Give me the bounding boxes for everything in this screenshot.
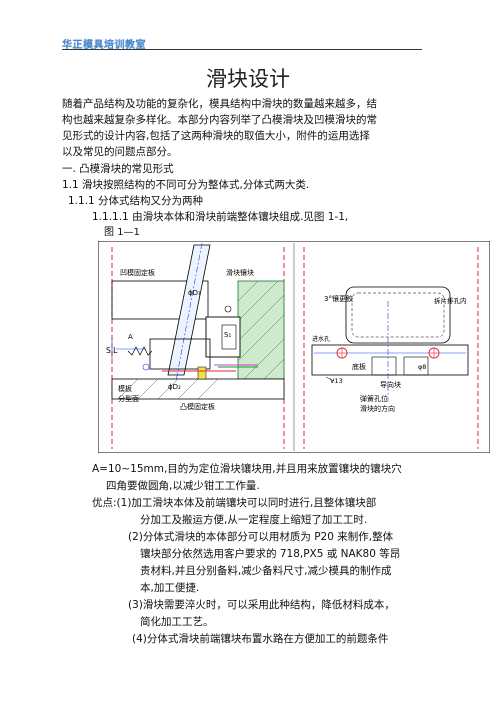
insert-pocket bbox=[221, 324, 237, 350]
guide-block bbox=[371, 356, 397, 376]
label-sl: S.L bbox=[106, 346, 118, 355]
header-brand: 华正模具培训教室 bbox=[62, 40, 146, 51]
intro-paragraph: 随着产品结构及功能的复杂化，模具结构中滑块的数量越来越多，结 构也越来越复杂多样… bbox=[62, 96, 434, 160]
label-slider-insert: 滑块镶块 bbox=[226, 268, 254, 277]
label-phi-d1: ϕD₁ bbox=[188, 289, 201, 297]
label-water-inlet: 进水孔 bbox=[312, 335, 330, 343]
header-rule bbox=[62, 49, 422, 50]
body-line: 分加工及搬运方便,从一定程度上缩短了加工工时. bbox=[140, 514, 368, 526]
label-fixed-plate: 凹模固定板 bbox=[120, 268, 155, 277]
angle-pin bbox=[167, 244, 211, 376]
section-heading-1-1-1-1: 1.1.1.1 由滑块本体和滑块前端整体镶块组成.见图 1-1, bbox=[92, 211, 349, 223]
section-heading-1-1: 1.1 滑块按照结构的不同可分为整体式,分体式两大类. bbox=[62, 179, 310, 191]
label-phi8: φ8 bbox=[418, 363, 426, 371]
label-slide-direction: 滑块的方向 bbox=[360, 404, 395, 413]
body-line: 简化加工工艺。 bbox=[140, 616, 214, 628]
body-line: (4)分体式滑块前端镶块布置水路在方便加工的前题条件 bbox=[132, 633, 389, 645]
spring bbox=[127, 346, 153, 356]
insert-outline bbox=[351, 292, 445, 338]
body-line: (2)分体式滑块的本体部分可以用材质为 P20 来制作,整体 bbox=[128, 531, 394, 543]
label-a-mark: A bbox=[128, 333, 133, 341]
wedge-block bbox=[197, 366, 207, 380]
intro-line: 随着产品结构及功能的复杂化，模具结构中滑块的数量越来越多，结 bbox=[62, 98, 377, 110]
body-line: 优点:(1)加工滑块本体及前端镶块可以同时进行,且整体镶块部 bbox=[92, 497, 377, 509]
intro-line: 构也越来越复杂多样化。本部分内容列举了凸模滑块及凹模滑块的常 bbox=[62, 114, 377, 126]
slider-body bbox=[149, 338, 211, 370]
body-line: 本,加工便捷. bbox=[140, 582, 200, 594]
label-convex-plate: 凸模固定板 bbox=[180, 402, 215, 411]
label-position-hole: 弹簧孔位 bbox=[360, 394, 388, 403]
label-mold-plate: 模板 bbox=[118, 384, 132, 393]
page-title: 滑块设计 bbox=[206, 67, 290, 91]
intro-line: 见形式的设计内容,包括了这两种滑块的取值大小，附件的运用选择 bbox=[62, 130, 370, 142]
label-v13: V13 bbox=[330, 377, 343, 385]
cavity-plate-outline bbox=[111, 280, 209, 320]
guide-block bbox=[403, 356, 429, 376]
label-guide: 导向块 bbox=[380, 380, 401, 389]
section-heading-1-1-1: 1.1.1 分体式结构又分为两种 bbox=[68, 195, 204, 207]
screw-icon bbox=[224, 305, 232, 313]
label-s1: S₁ bbox=[224, 331, 231, 339]
section-heading-1: 一. 凸模滑块的常见形式 bbox=[62, 163, 174, 175]
label-phi-d2: ϕD₂ bbox=[168, 383, 181, 391]
angle-pin-centerline bbox=[175, 242, 203, 382]
body-line: 贵材料,并且分别备料,减少备料尺寸,减少模具的制作成 bbox=[140, 565, 392, 577]
body-line: A=10~15mm,目的为定位滑块镶块用,并且用来放置镶块的镶块穴 bbox=[92, 463, 402, 475]
label-remove-block: 拆片排孔内 bbox=[434, 296, 467, 305]
label-bottom: 底板 bbox=[352, 362, 366, 371]
slider-top-view bbox=[345, 286, 451, 344]
label-parting-face: 分型面 bbox=[118, 394, 139, 403]
body-line: 四角要做圆角,以减少钳工工作量. bbox=[106, 480, 260, 492]
slider-drawing: 凹模固定板 滑块镶块 ϕD₁ S₁ S.L A 模板 分型面 ϕD₂ 凸模固定板… bbox=[98, 241, 490, 453]
body-line: 镶块部分依然选用客户要求的 718,PX5 或 NAK80 等昂 bbox=[140, 548, 401, 560]
cavity-insert bbox=[237, 280, 285, 380]
body-line: (3)滑块需要淬火时，可以采用此种结构，降低材料成本， bbox=[128, 599, 395, 611]
label-insert-3deg: 3°镶更鲛 bbox=[324, 294, 353, 303]
figure-caption: 图 1—1 bbox=[104, 227, 140, 238]
screw-icon bbox=[142, 363, 150, 371]
intro-line: 以及常见的问题点部分。 bbox=[62, 146, 178, 158]
